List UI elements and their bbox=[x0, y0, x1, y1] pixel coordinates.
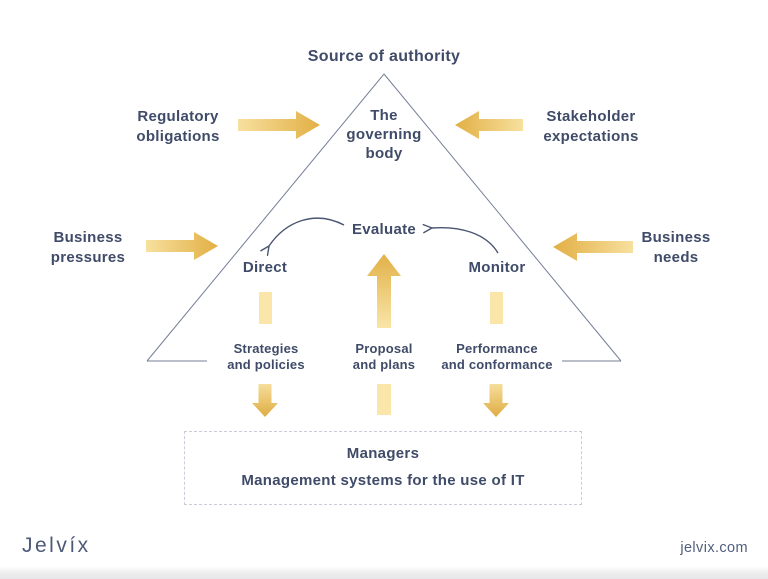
proposals-up-arrow-icon bbox=[367, 254, 401, 328]
business-needs-label: Business needs bbox=[641, 229, 711, 266]
managers-box: Managers Management systems for the use … bbox=[184, 431, 582, 505]
performance-down-arrow-icon bbox=[483, 384, 509, 417]
business-needs-arrow-icon bbox=[553, 233, 633, 261]
management-systems-label: Management systems for the use of IT bbox=[241, 472, 525, 489]
proposals-connector-bar bbox=[377, 384, 391, 415]
direct-connector-bar bbox=[259, 292, 272, 324]
business-pressures-arrow-icon bbox=[146, 232, 218, 260]
strategies-down-arrow-icon bbox=[252, 384, 278, 417]
monitor-connector-bar bbox=[490, 292, 503, 324]
triangle-outline bbox=[146, 73, 622, 362]
diagram-title: Source of authority bbox=[307, 48, 461, 65]
website-url: jelvix.com bbox=[680, 540, 748, 556]
business-pressures-label: Business pressures bbox=[50, 229, 126, 266]
performance-conformance-label: Performance and conformance bbox=[441, 341, 553, 372]
monitor-to-evaluate-curve-arrow bbox=[432, 228, 499, 254]
monitor-label: Monitor bbox=[468, 259, 526, 276]
stakeholder-arrow-icon bbox=[455, 111, 523, 139]
direct-label: Direct bbox=[242, 259, 288, 276]
governing-body-label: The governing body bbox=[346, 107, 422, 162]
evaluate-to-direct-curve-arrow bbox=[269, 217, 345, 246]
managers-label: Managers bbox=[346, 445, 420, 462]
evaluate-label: Evaluate bbox=[351, 221, 417, 238]
proposal-plans-label: Proposal and plans bbox=[352, 341, 416, 372]
regulatory-arrow-icon bbox=[238, 111, 320, 139]
regulatory-obligations-label: Regulatory obligations bbox=[136, 108, 220, 145]
jelvix-logo: Jelvíx bbox=[22, 534, 91, 557]
stakeholder-expectations-label: Stakeholder expectations bbox=[543, 108, 639, 145]
strategies-policies-label: Strategies and policies bbox=[227, 341, 305, 372]
